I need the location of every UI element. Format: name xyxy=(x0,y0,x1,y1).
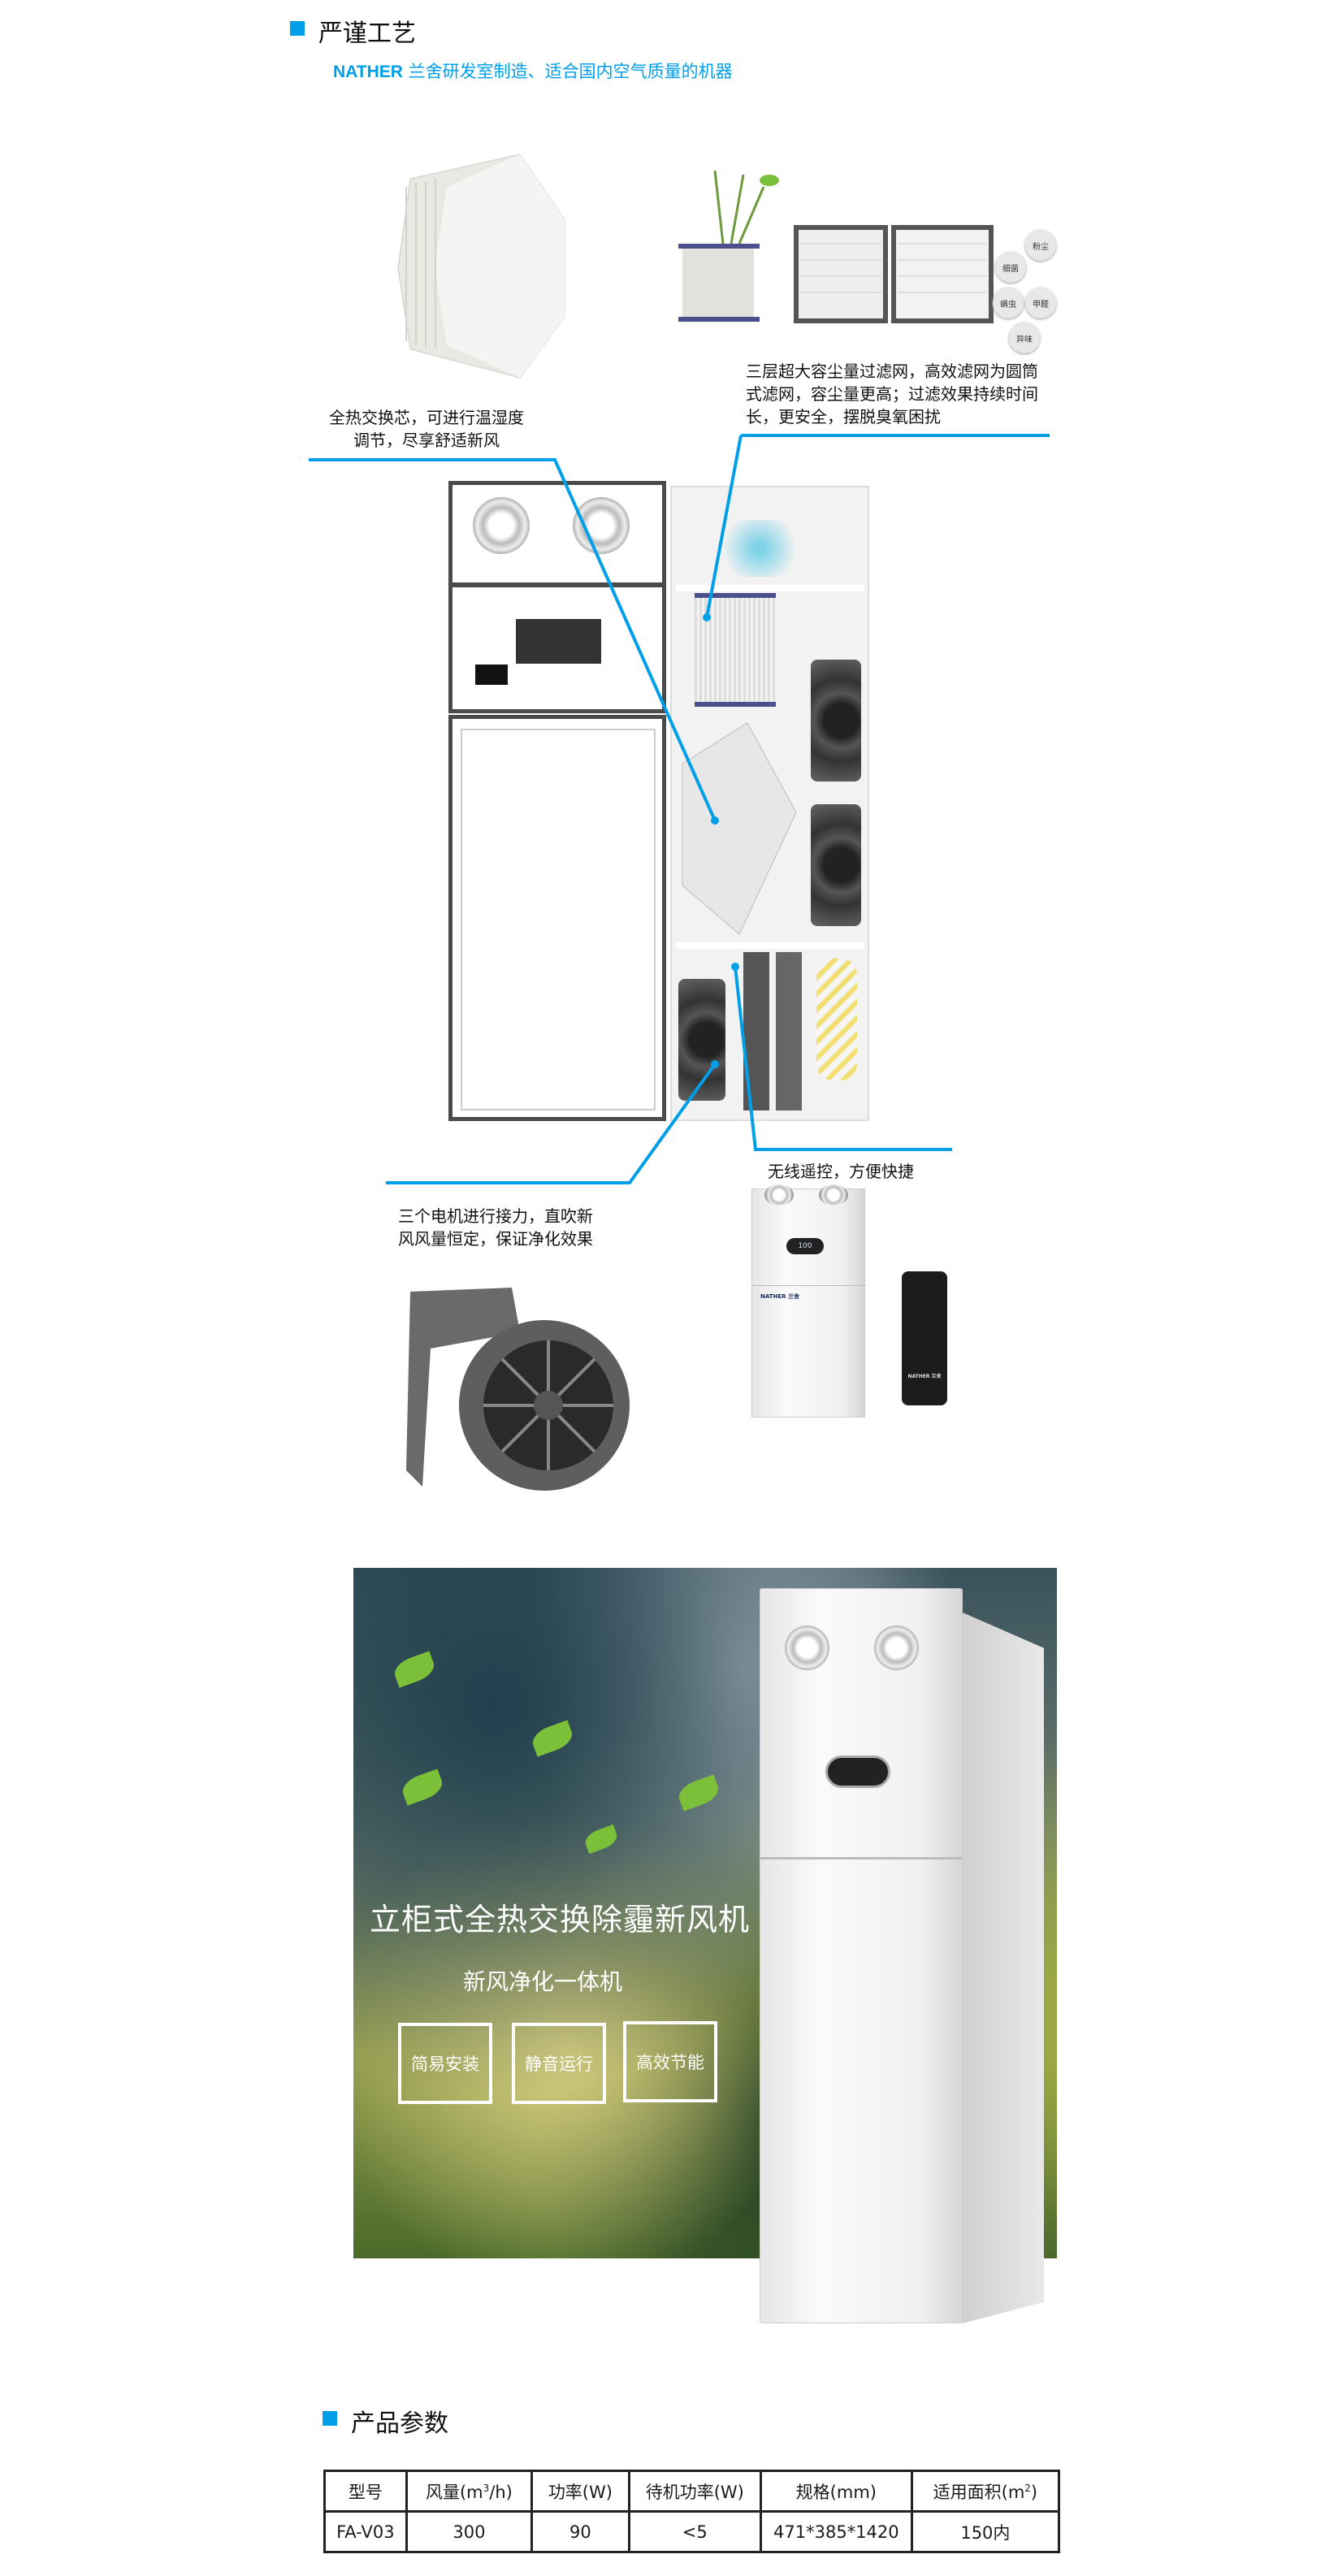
remote-callout: 无线遥控，方便快捷 xyxy=(768,1162,914,1181)
cell-airflow: 300 xyxy=(405,2510,534,2553)
duct-port-icon xyxy=(473,497,530,554)
filters-image xyxy=(678,170,994,323)
cell-size: 471*385*1420 xyxy=(759,2510,913,2553)
leaf-icon xyxy=(529,1720,576,1757)
duct xyxy=(776,952,802,1110)
airflow-icon xyxy=(715,520,804,577)
section-title: 产品参数 xyxy=(351,2409,448,2438)
feature-efficient: 高效节能 xyxy=(623,2021,717,2102)
divider xyxy=(752,1285,866,1286)
callout-line: 风风量恒定，保证净化效果 xyxy=(398,1229,593,1249)
cell-power: 90 xyxy=(530,2510,630,2553)
display-panel xyxy=(516,619,601,664)
params-table: 型号 风量(m3/h) 功率(W) 待机功率(W) 规格(mm) 适用面积(m2… xyxy=(323,2470,1061,2553)
product-photo xyxy=(760,1588,963,2323)
table-row: FA-V03 300 90 <5 471*385*1420 150内 xyxy=(323,2510,1061,2553)
cell-standby: <5 xyxy=(627,2510,762,2553)
pollutant-badge: 螨虫 xyxy=(993,288,1024,318)
lower-cabinet xyxy=(448,715,666,1121)
feature-quiet: 静音运行 xyxy=(512,2023,606,2104)
pollutant-badge: 粉尘 xyxy=(1025,230,1056,261)
section-marker-icon xyxy=(290,21,305,36)
callout-line: 式滤网，容尘量更高；过滤效果持续时间 xyxy=(746,384,1038,404)
section-marker-icon xyxy=(323,2411,337,2426)
table-header-row: 型号 风量(m3/h) 功率(W) 待机功率(W) 规格(mm) 适用面积(m2… xyxy=(323,2470,1061,2513)
callout-line: 调节，尽享舒适新风 xyxy=(353,431,500,450)
shelf xyxy=(676,942,864,949)
header-cell: 待机功率(W) xyxy=(627,2470,762,2513)
brand-name: NATHER xyxy=(333,63,403,81)
header-cell: 适用面积(m2) xyxy=(910,2470,1061,2513)
filters-callout: 三层超大容尘量过滤网，高效滤网为圆筒 式滤网，容尘量更高；过滤效果持续时间 长，… xyxy=(746,360,1038,428)
header-cell: 型号 xyxy=(323,2470,408,2513)
header-cell: 规格(mm) xyxy=(759,2470,913,2513)
heat-exchanger-core-image xyxy=(397,154,565,379)
leaf-icon xyxy=(391,1651,438,1688)
section-subtitle: NATHER 兰舍研发室制造、适合国内空气质量的机器 xyxy=(333,58,733,83)
duct-port-icon xyxy=(573,497,630,554)
product-side xyxy=(963,1613,1044,2323)
callout-line: 三层超大容尘量过滤网，高效滤网为圆筒 xyxy=(746,362,1038,381)
remote-brand: NATHER 兰舍 xyxy=(907,1374,942,1379)
subtitle-text: 兰舍研发室制造、适合国内空气质量的机器 xyxy=(408,62,733,81)
leader-lines xyxy=(309,435,952,1184)
callout-line: 三个电机进行接力，直吹新 xyxy=(398,1206,593,1226)
fan-motor xyxy=(811,660,861,781)
display-panel xyxy=(825,1756,890,1788)
divider xyxy=(760,1857,963,1859)
banner-title: 立柜式全热交换除霾新风机 xyxy=(370,1902,751,1937)
header-cell: 功率(W) xyxy=(530,2470,630,2513)
callout-line xyxy=(741,434,1050,437)
control-board xyxy=(475,665,508,685)
pollutant-badge: 甲醛 xyxy=(1025,288,1056,318)
duct-port-icon xyxy=(819,1184,848,1206)
heat-core-callout: 全热交换芯，可进行温湿度 调节，尽享舒适新风 xyxy=(321,406,532,452)
shelf xyxy=(676,585,864,591)
pollutant-badge: 异味 xyxy=(1009,323,1040,353)
cell-model: FA-V03 xyxy=(323,2510,408,2553)
leaf-icon xyxy=(399,1769,446,1806)
door-panel xyxy=(461,729,656,1110)
remote-control: NATHER 兰舍 xyxy=(902,1271,947,1405)
header-cell: 风量(m3/h) xyxy=(405,2470,534,2513)
feature-easy-install: 简易安装 xyxy=(398,2023,492,2104)
duct-port-icon xyxy=(764,1184,794,1206)
unit-photo: 100 NATHER 兰舍 xyxy=(751,1184,866,1418)
pollutant-badge: 细菌 xyxy=(995,252,1026,283)
leaf-icon xyxy=(582,1824,620,1855)
airflow-icon xyxy=(816,959,857,1080)
blower-fan-image xyxy=(406,1288,630,1491)
unit-brand: NATHER 兰舍 xyxy=(760,1293,799,1300)
cell-area: 150内 xyxy=(910,2510,1061,2553)
display-value: 100 xyxy=(786,1238,824,1254)
section-title: 严谨工艺 xyxy=(318,19,416,48)
fan-motor xyxy=(811,804,861,926)
leaf-icon xyxy=(675,1774,722,1812)
motors-callout: 三个电机进行接力，直吹新 风风量恒定，保证净化效果 xyxy=(398,1205,593,1250)
callout-line: 全热交换芯，可进行温湿度 xyxy=(329,408,524,427)
callout-line: 长，更安全，摆脱臭氧困扰 xyxy=(746,407,941,426)
duct-port-icon xyxy=(874,1626,919,1670)
duct-port-icon xyxy=(785,1626,829,1670)
banner-subtitle: 新风净化一体机 xyxy=(463,1968,623,1995)
heat-exchanger-core xyxy=(682,722,797,935)
